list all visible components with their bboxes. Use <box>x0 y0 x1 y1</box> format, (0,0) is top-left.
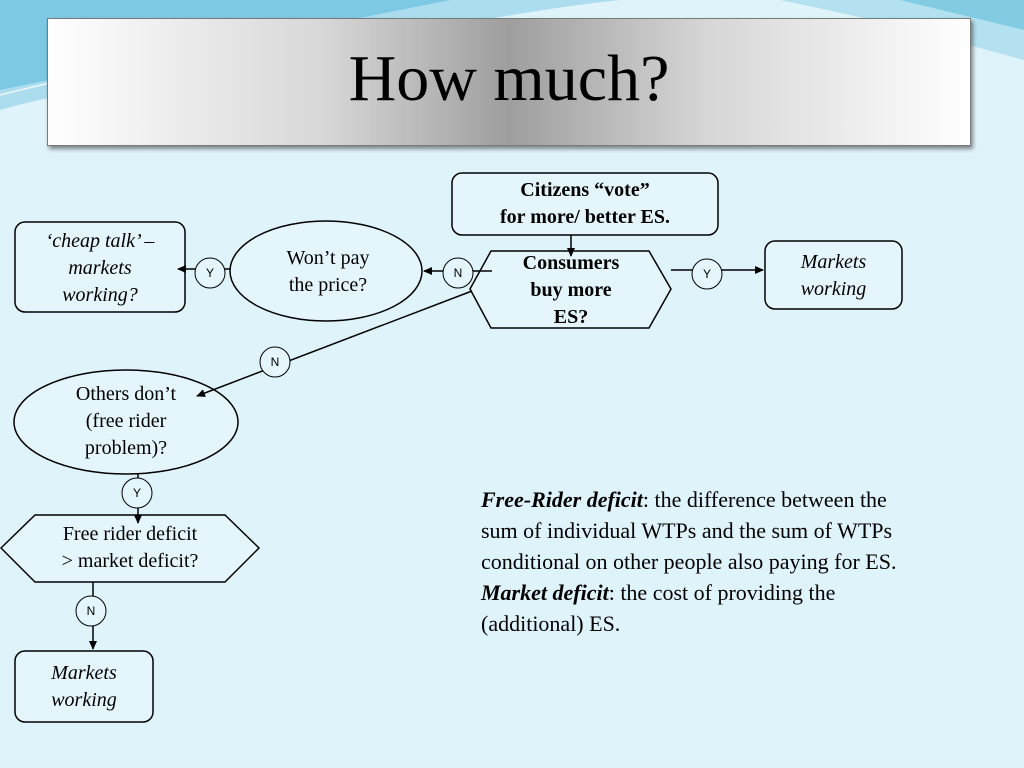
edge-circle-y-left <box>194 257 226 289</box>
free-rider-text: : the difference between the sum of indi… <box>481 487 897 574</box>
edge-circle-y-bottom <box>121 477 153 509</box>
market-deficit-term: Market deficit <box>481 580 609 605</box>
edge-label-deficit-to-markets: N <box>86 604 96 618</box>
edge-circle-n-bottom <box>75 595 107 627</box>
citizens-vote-box <box>451 172 719 236</box>
consumers-buy-label: Consumers buy more ES? <box>522 252 620 328</box>
citizens-vote-label: Citizens “vote” for more/ better ES. <box>500 179 670 228</box>
markets-working-bottom-box <box>14 650 154 723</box>
edge-circle-n-diagonal <box>259 346 291 378</box>
free-rider-term: Free-Rider deficit <box>481 487 643 512</box>
edge-circle-n-top <box>442 257 474 289</box>
markets-working-right-box <box>764 240 903 310</box>
title-bar: How much? <box>47 18 971 146</box>
markets-working-bottom-label: Markets working <box>51 662 117 711</box>
arrow-consumers-to-others <box>196 290 473 397</box>
edge-label-others-to-deficit: Y <box>132 486 141 500</box>
others-dont-label: Others don’t (free rider problem)? <box>75 383 177 459</box>
edge-label-consumers-to-wont-pay: N <box>453 266 463 280</box>
edge-label-consumers-to-others: N <box>270 355 280 369</box>
free-rider-definition: Free-Rider deficit: the difference betwe… <box>481 484 921 577</box>
edge-label-wont-pay-to-cheap-talk: Y <box>205 266 214 280</box>
definitions-block: Free-Rider deficit: the difference betwe… <box>481 484 921 639</box>
market-deficit-text: : the cost of providing the (additional)… <box>481 580 836 636</box>
markets-working-right-label: Markets working <box>800 251 867 300</box>
others-dont-ellipse <box>13 369 239 475</box>
wont-pay-ellipse <box>229 220 423 322</box>
edge-circle-y-right <box>691 258 723 290</box>
edge-label-consumers-to-markets: Y <box>702 267 711 281</box>
wont-pay-label: Won’t pay the price? <box>286 247 370 296</box>
deficit-label: Free rider deficit > market deficit? <box>61 523 199 572</box>
slide-title: How much? <box>348 42 670 115</box>
consumers-buy-hexagon <box>469 250 672 329</box>
deficit-hexagon <box>0 514 261 583</box>
market-deficit-definition: Market deficit: the cost of providing th… <box>481 577 921 639</box>
cheap-talk-label: ‘cheap talk’ – markets working? <box>45 230 155 306</box>
